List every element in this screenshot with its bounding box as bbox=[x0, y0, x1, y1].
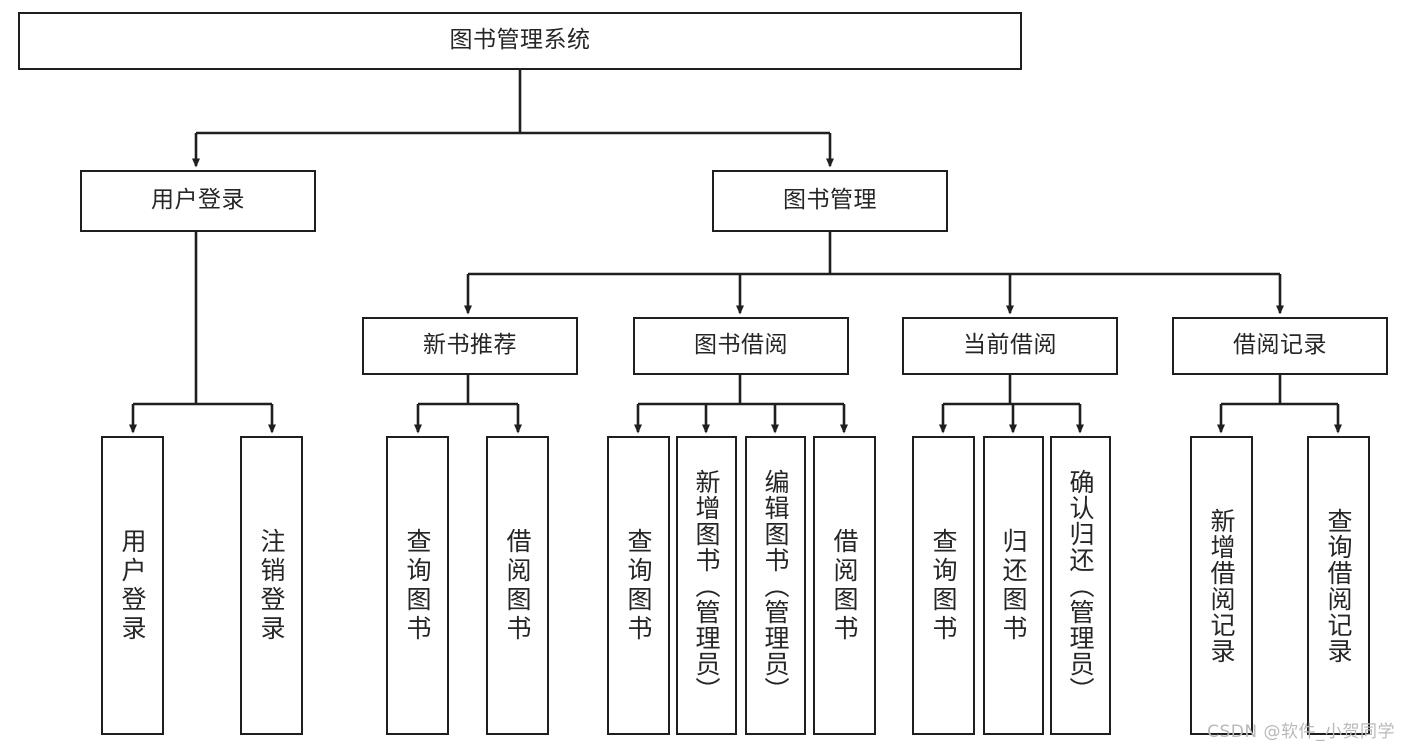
node-label: 注销登录 bbox=[257, 527, 286, 644]
node-book-management[interactable]: 图书管理 bbox=[712, 170, 948, 232]
node-label: 查询借阅记录 bbox=[1324, 507, 1353, 664]
node-label: 归还图书 bbox=[999, 527, 1028, 644]
node-root-system[interactable]: 图书管理系统 bbox=[18, 12, 1022, 70]
node-label: 新书推荐 bbox=[423, 332, 517, 359]
connector-group-current bbox=[939, 375, 1084, 434]
node-label: 借阅记录 bbox=[1233, 332, 1327, 359]
node-label: 新增图书（管理员） bbox=[692, 468, 721, 703]
node-book-borrow[interactable]: 图书借阅 bbox=[633, 317, 849, 375]
leaf-current-return-book[interactable]: 归还图书 bbox=[983, 436, 1044, 735]
connector-group-book-mgmt bbox=[464, 232, 1284, 315]
node-label: 新增借阅记录 bbox=[1207, 507, 1236, 664]
connector-group-user-login bbox=[129, 232, 276, 434]
node-label: 确认归还（管理员） bbox=[1066, 468, 1095, 703]
connector-group-borrow bbox=[634, 375, 848, 434]
node-label: 查询图书 bbox=[403, 527, 432, 644]
leaf-borrow-edit-book-admin[interactable]: 编辑图书（管理员） bbox=[745, 436, 806, 735]
node-label: 用户登录 bbox=[151, 187, 245, 214]
node-label: 当前借阅 bbox=[963, 332, 1057, 359]
leaf-records-query-record[interactable]: 查询借阅记录 bbox=[1307, 436, 1370, 735]
node-label: 借阅图书 bbox=[830, 527, 859, 644]
node-label: 图书管理 bbox=[783, 187, 877, 214]
node-label: 借阅图书 bbox=[503, 527, 532, 644]
leaf-user-login-login[interactable]: 用户登录 bbox=[101, 436, 164, 735]
node-new-book-recommend[interactable]: 新书推荐 bbox=[362, 317, 578, 375]
leaf-new-book-borrow[interactable]: 借阅图书 bbox=[486, 436, 549, 735]
leaf-records-add-record[interactable]: 新增借阅记录 bbox=[1190, 436, 1253, 735]
leaf-current-confirm-return-admin[interactable]: 确认归还（管理员） bbox=[1050, 436, 1111, 735]
leaf-borrow-query-book[interactable]: 查询图书 bbox=[607, 436, 670, 735]
leaf-new-book-query[interactable]: 查询图书 bbox=[386, 436, 449, 735]
node-current-borrow[interactable]: 当前借阅 bbox=[902, 317, 1118, 375]
leaf-borrow-borrow-book[interactable]: 借阅图书 bbox=[813, 436, 876, 735]
node-label: 查询图书 bbox=[624, 527, 653, 644]
connector-group-root bbox=[192, 70, 834, 168]
connector-group-new-book bbox=[414, 375, 522, 434]
node-label: 图书管理系统 bbox=[449, 27, 591, 54]
node-label: 用户登录 bbox=[118, 527, 147, 644]
node-label: 查询图书 bbox=[929, 527, 958, 644]
node-user-login[interactable]: 用户登录 bbox=[80, 170, 316, 232]
leaf-user-login-logout[interactable]: 注销登录 bbox=[240, 436, 303, 735]
node-borrow-records[interactable]: 借阅记录 bbox=[1172, 317, 1388, 375]
node-label: 图书借阅 bbox=[694, 332, 788, 359]
leaf-current-query-book[interactable]: 查询图书 bbox=[912, 436, 975, 735]
node-label: 编辑图书（管理员） bbox=[761, 468, 790, 703]
leaf-borrow-add-book-admin[interactable]: 新增图书（管理员） bbox=[676, 436, 737, 735]
connector-group-records bbox=[1217, 375, 1342, 434]
